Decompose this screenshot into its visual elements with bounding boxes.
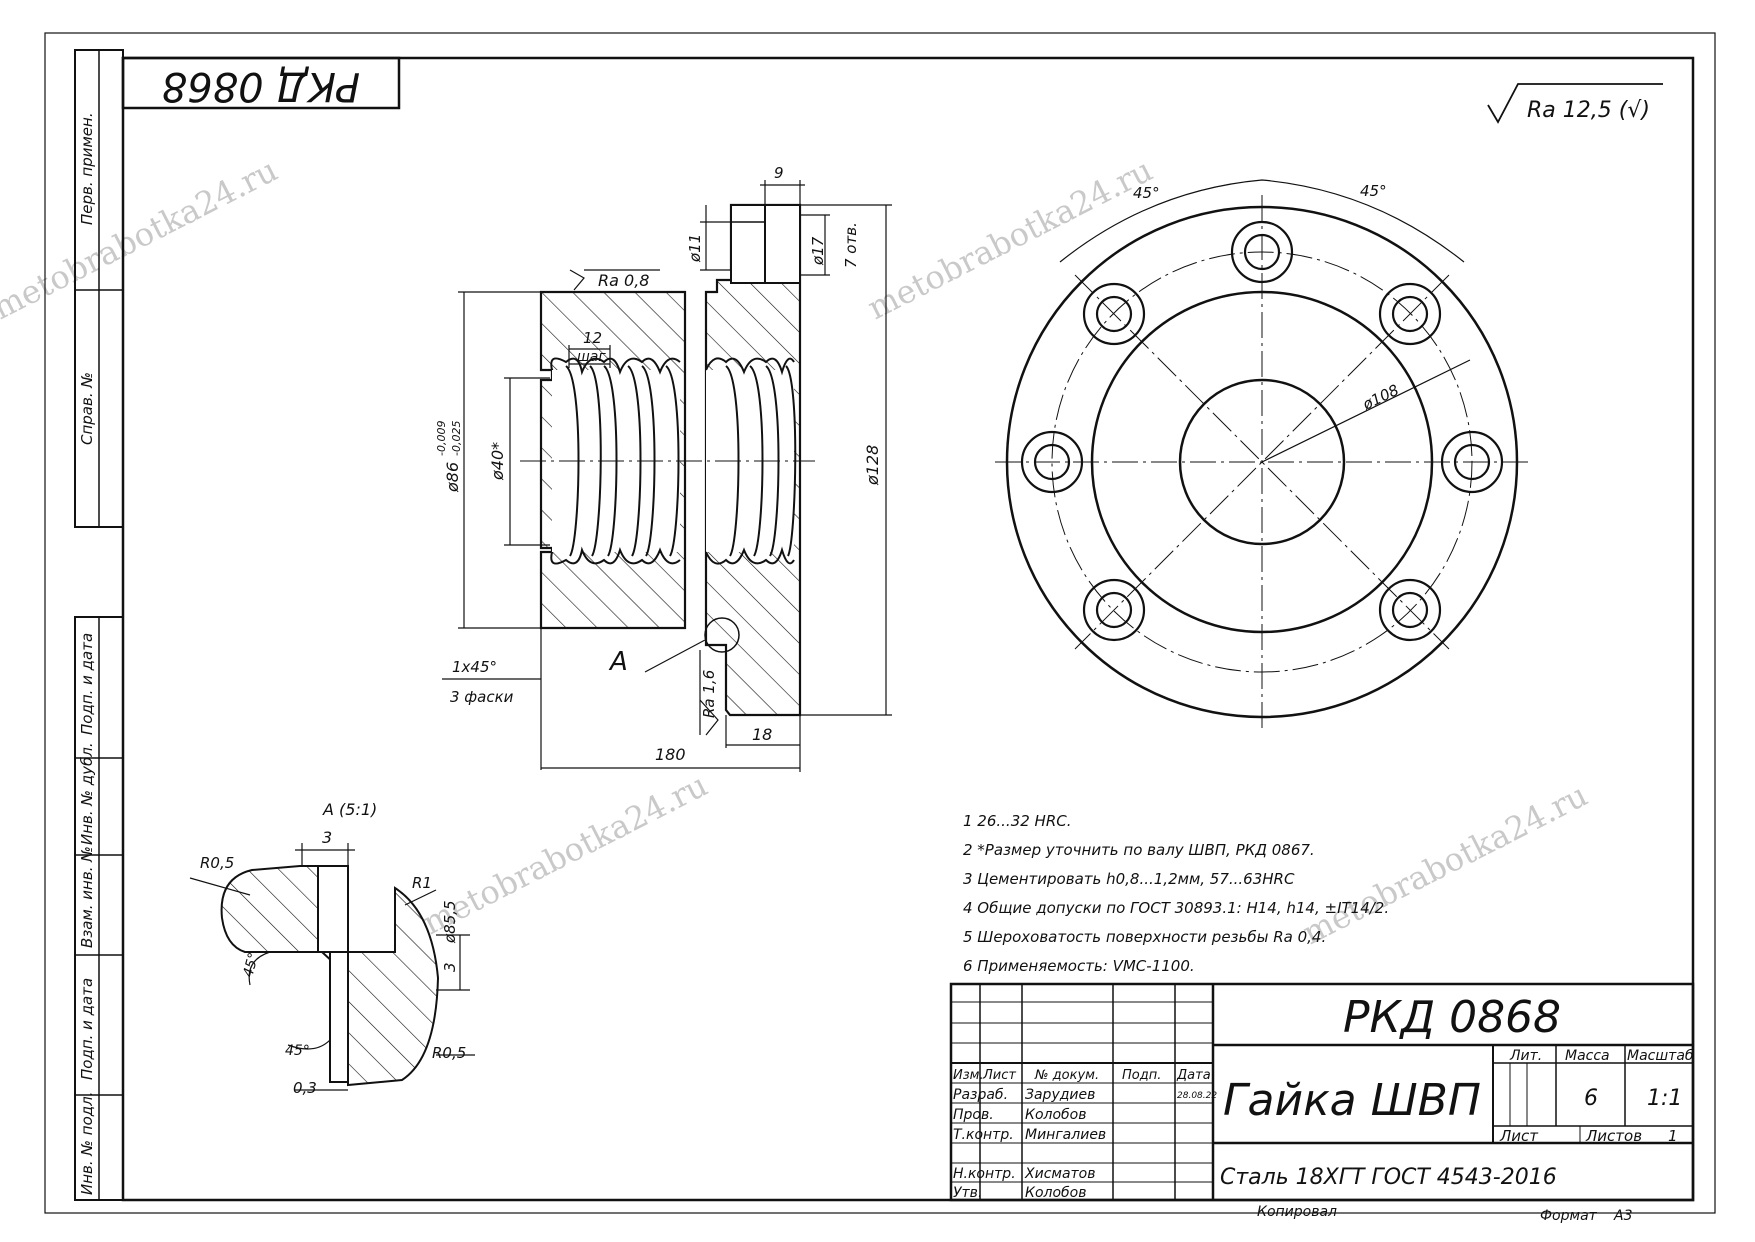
note-4: 4 Общие допуски по ГОСТ 30893.1: H14, h1… <box>963 899 1389 917</box>
dim-counterbore: 9 <box>774 164 784 182</box>
tb-part-name: Гайка ШВП <box>1223 1075 1481 1126</box>
detail-height: 3 <box>441 962 459 972</box>
side-label-inv-podl: Инв. № подл. <box>78 1092 96 1195</box>
note-6: 6 Применяемость: VMC-1100. <box>963 957 1195 975</box>
tb-material: Сталь 18ХГТ ГОСТ 4543-2016 <box>1220 1165 1557 1190</box>
tb-sheets: 1 <box>1668 1127 1678 1145</box>
general-roughness: Ra 12,5 (√) <box>1487 83 1663 124</box>
tb-name-1: Зарудиев <box>1025 1087 1095 1103</box>
ra-bore: Ra 0,8 <box>598 271 649 290</box>
title-block <box>949 982 1695 1202</box>
detail-r-right: R1 <box>412 874 432 892</box>
note-2: 2 *Размер уточнить по валу ШВП, РКД 0867… <box>963 841 1315 859</box>
tb-designation: РКД 0868 <box>1343 992 1561 1043</box>
detail-r-bottom: R0,5 <box>432 1044 466 1062</box>
side-label-inv-dubl: Инв. № дубл. <box>78 742 96 845</box>
dim-d86-tol-up: -0,009 <box>435 421 448 456</box>
outer-frame <box>44 32 1716 1214</box>
angle-45-right: 45° <box>1360 182 1387 200</box>
tb-name-5: Колобов <box>1025 1185 1086 1201</box>
pitch-value: 12 <box>583 329 602 347</box>
holes-count: 7 отв. <box>842 222 860 268</box>
dim-flange-thickness: 18 <box>752 725 772 744</box>
tb-scale: 1:1 <box>1647 1086 1682 1111</box>
left-margin-strips <box>74 49 124 1201</box>
tb-sheet-label: Лист <box>1499 1127 1539 1145</box>
top-stamp-box <box>121 56 401 110</box>
tb-name-2: Колобов <box>1025 1107 1086 1123</box>
detail-ref-a: А <box>608 647 628 677</box>
tb-mass: 6 <box>1584 1086 1598 1111</box>
watermark-1: metobrabotka24.ru <box>0 151 284 327</box>
tb-role-1: Разраб. <box>953 1087 1008 1103</box>
tb-col-izm: Изм. <box>953 1068 984 1083</box>
detail-offset: 0,3 <box>293 1079 317 1097</box>
tb-col-podp: Подп. <box>1122 1068 1161 1083</box>
detail-angle-top: 45° <box>240 951 262 979</box>
side-label-podp-data-2: Подп. и дата <box>78 978 96 1080</box>
note-3: 3 Цементировать h0,8...1,2мм, 57...63HRC <box>963 870 1295 888</box>
dim-d128: ø128 <box>863 445 882 486</box>
dim-d11: ø11 <box>686 234 704 263</box>
end-view <box>995 179 1530 730</box>
dim-d86: ø86 <box>443 462 462 493</box>
dim-d17: ø17 <box>809 236 827 266</box>
note-5: 5 Шероховатость поверхности резьбы Ra 0,… <box>963 928 1326 946</box>
angle-45-left: 45° <box>1133 184 1160 202</box>
dim-pcd: ø108 <box>1359 381 1402 414</box>
section-dimensions <box>442 180 892 772</box>
roughness-general-text: Ra 12,5 (√) <box>1527 98 1650 123</box>
tb-role-3: Т.контр. <box>953 1127 1014 1143</box>
technical-notes: 1 26...32 HRC. 2 *Размер уточнить по вал… <box>963 812 1389 975</box>
tb-name-4: Хисматов <box>1024 1166 1096 1182</box>
footer-copied: Копировал <box>1257 1204 1337 1220</box>
tb-role-4: Н.контр. <box>953 1166 1016 1182</box>
detail-r-left: R0,5 <box>200 854 234 872</box>
tb-mass-header: Масса <box>1565 1048 1610 1064</box>
tb-name-3: Мингалиев <box>1025 1127 1106 1143</box>
watermark-4: metobrabotka24.ru <box>1296 776 1593 952</box>
dim-d86-tol-low: -0,025 <box>450 421 463 456</box>
tb-col-list: Лист <box>982 1068 1016 1083</box>
tb-col-doc: № докум. <box>1034 1068 1099 1083</box>
dim-d40: ø40* <box>488 442 507 481</box>
section-view <box>520 203 815 717</box>
note-1: 1 26...32 HRC. <box>963 812 1072 830</box>
ra-face: Ra 1,6 <box>700 670 718 718</box>
tb-col-date: Дата <box>1176 1068 1211 1083</box>
tb-date: 28.08.22 <box>1177 1091 1217 1101</box>
pitch-label: шаг <box>577 349 606 365</box>
side-label-perv-primen: Перв. примен. <box>78 112 96 225</box>
tb-scale-header: Масштаб <box>1627 1048 1694 1064</box>
footer-format-label: Формат <box>1540 1208 1598 1224</box>
dim-chamfer: 1х45° <box>452 658 497 676</box>
detail-title: А (5:1) <box>322 800 377 819</box>
footer-format: А3 <box>1613 1208 1632 1224</box>
dim-chamfer-note: 3 фаски <box>450 688 514 706</box>
dim-length-total: 180 <box>655 745 686 764</box>
detail-diameter: ø85,5 <box>441 900 459 944</box>
bolt-holes <box>1020 220 1504 642</box>
detail-width: 3 <box>322 828 332 847</box>
side-label-podp-data: Подп. и дата <box>78 633 96 735</box>
tb-role-5: Утв. <box>953 1185 982 1201</box>
detail-angle-bottom: 45° <box>285 1043 310 1059</box>
top-stamp-designation: РКД 0868 <box>162 63 360 109</box>
detail-a-view <box>189 843 475 1091</box>
tb-sheets-label: Листов <box>1585 1127 1642 1145</box>
side-label-vzam-inv: Взам. инв. № <box>78 846 96 948</box>
side-label-sprav: Справ. № <box>78 372 96 445</box>
watermark-3: metobrabotka24.ru <box>416 766 713 942</box>
watermark-2: metobrabotka24.ru <box>861 151 1158 327</box>
tb-role-2: Пров. <box>953 1107 994 1123</box>
tb-lit-header: Лит. <box>1509 1048 1542 1064</box>
